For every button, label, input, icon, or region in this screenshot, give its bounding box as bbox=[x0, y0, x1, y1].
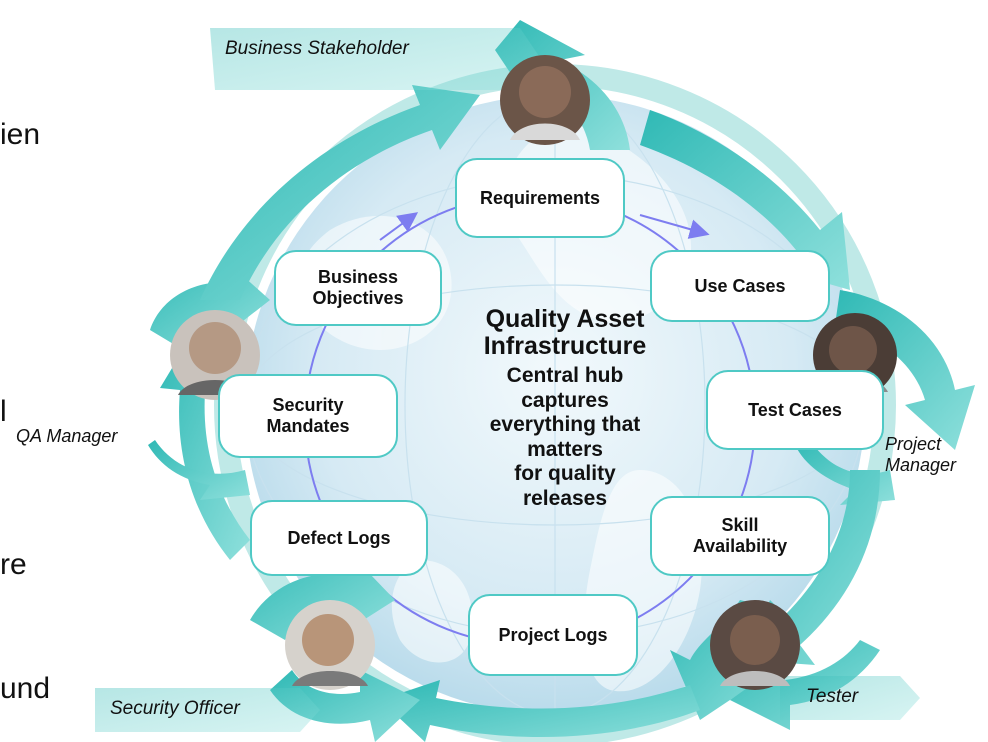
node-defect-logs: Defect Logs bbox=[250, 500, 428, 576]
left-fragment-text: und bbox=[0, 672, 51, 705]
center-subtitle: Central hub captures everything that mat… bbox=[489, 364, 641, 510]
avatar bbox=[500, 55, 590, 145]
node-project-logs: Project Logs bbox=[468, 594, 638, 676]
node-use-cases: Use Cases bbox=[650, 250, 830, 322]
node-business-objectives: Business Objectives bbox=[274, 250, 442, 326]
node-test-cases: Test Cases bbox=[706, 370, 884, 450]
center-title: Quality Asset Infrastructure bbox=[483, 305, 647, 360]
inner-arrow bbox=[639, 214, 710, 239]
left-fragment-text: ien bbox=[0, 118, 41, 151]
left-fragment-text: l bbox=[0, 395, 7, 428]
node-skill-availability: Skill Availability bbox=[650, 496, 830, 576]
role-tester: Tester bbox=[806, 686, 859, 707]
role-business-stakeholder: Business Stakeholder bbox=[225, 38, 409, 59]
inner-arrow bbox=[379, 212, 419, 241]
role-project-manager: Project Manager bbox=[885, 434, 957, 475]
node-requirements: Requirements bbox=[455, 158, 625, 238]
left-fragment-text: re bbox=[0, 548, 27, 581]
node-security-mandates: Security Mandates bbox=[218, 374, 398, 458]
avatar bbox=[710, 600, 800, 690]
avatar bbox=[285, 600, 375, 690]
role-security-officer: Security Officer bbox=[110, 698, 240, 719]
role-qa-manager: QA Manager bbox=[16, 426, 118, 446]
